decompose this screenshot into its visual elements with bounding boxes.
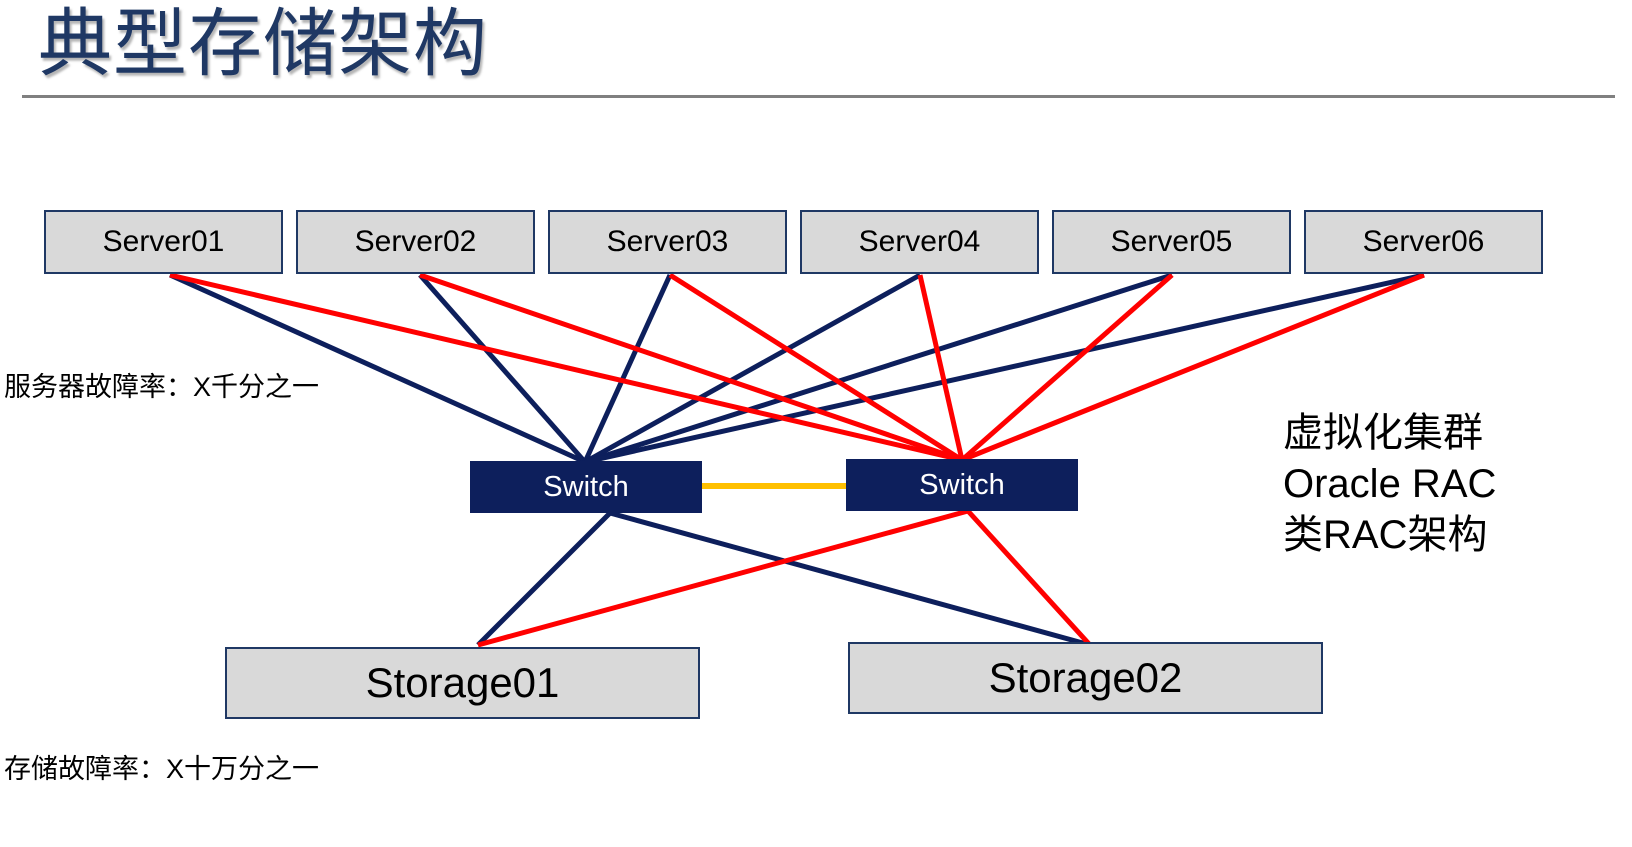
link-server03-switch02 [668,272,964,463]
link-server05-switch01 [584,272,1173,465]
node-server01[interactable]: Server01 [44,210,283,274]
link-server04-switch02 [917,274,965,461]
server-failure-rate-note: 服务器故障率：X千分之一 [4,372,320,402]
server-to-switch-primary-links [168,272,1425,465]
node-storage01[interactable]: Storage01 [225,647,700,719]
switch01-to-storage-links [476,510,1091,648]
node-switch01-label: Switch [543,470,629,503]
link-server03-switch01 [582,273,673,464]
cluster-note-line-2: Oracle RAC [1283,462,1497,506]
node-switch02[interactable]: Switch [846,459,1078,511]
server-to-switch-secondary-links [169,272,1425,463]
storage-failure-rate-note: 存储故障率：X十万分之一 [4,754,320,784]
node-server01-label: Server01 [102,225,225,258]
node-storage02-label: Storage02 [988,654,1183,701]
node-server05[interactable]: Server05 [1052,210,1291,274]
node-switch01[interactable]: Switch [470,461,702,513]
node-storage01-label: Storage01 [365,659,560,706]
cluster-note-line-1: 虚拟化集群 [1283,411,1483,455]
link-switch01-storage02 [609,510,1091,648]
link-server01-switch02 [169,272,963,463]
link-server05-switch02 [960,273,1174,462]
node-server06-label: Server06 [1362,225,1485,258]
page-title: 典型存储架构 [38,2,488,85]
node-storage02[interactable]: Storage02 [848,642,1323,714]
link-switch02-storage02 [966,509,1092,647]
link-switch02-storage01 [477,508,969,648]
link-server04-switch01 [583,272,922,465]
cluster-note-block: 虚拟化集群 Oracle RAC 类RAC架构 [1283,408,1496,561]
node-server02-label: Server02 [354,225,477,258]
title-divider [22,95,1615,98]
node-server02[interactable]: Server02 [296,210,535,274]
link-server02-switch01 [418,273,587,464]
link-server06-switch01 [584,272,1425,465]
link-switch01-storage01 [476,511,612,647]
node-server03-label: Server03 [606,225,729,258]
link-server01-switch01 [168,272,587,465]
cluster-note-line-3: 类RAC架构 [1283,513,1488,557]
node-server03[interactable]: Server03 [548,210,787,274]
switch02-to-storage-links [477,508,1092,648]
node-server04-label: Server04 [858,225,981,258]
node-switch02-label: Switch [919,468,1005,501]
node-server04[interactable]: Server04 [800,210,1039,274]
node-server06[interactable]: Server06 [1304,210,1543,274]
link-server06-switch02 [961,272,1425,463]
link-server02-switch02 [419,272,963,463]
node-server05-label: Server05 [1110,225,1233,258]
